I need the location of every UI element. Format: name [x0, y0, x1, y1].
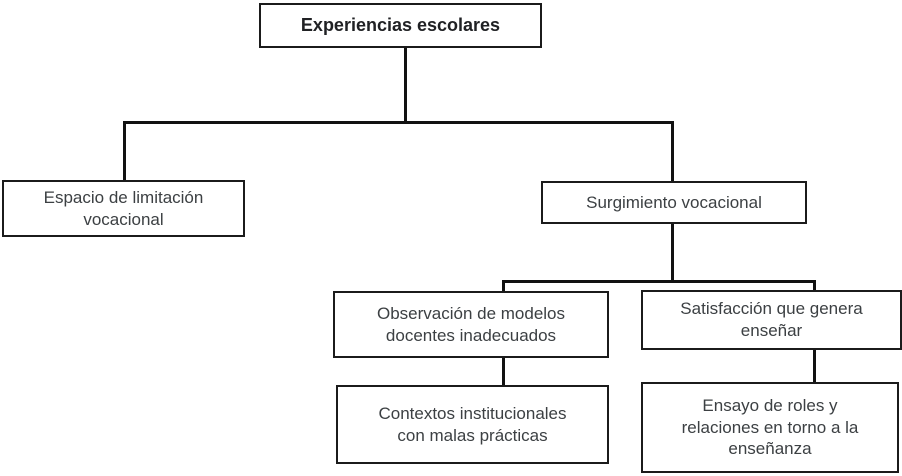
connector-to-ensayo-roles [813, 348, 816, 384]
connector-to-observacion-modelos [502, 280, 505, 293]
node-surgimiento-vocacional[interactable]: Surgimiento vocacional [541, 181, 807, 224]
node-satisfaccion-genera-ensenar[interactable]: Satisfacción que genera enseñar [641, 290, 902, 350]
node-label: Satisfacción que genera enseñar [680, 299, 863, 340]
node-label: Surgimiento vocacional [586, 192, 762, 212]
node-label: Contextos institucionales con malas prác… [378, 403, 567, 445]
connector-to-satisfaccion-ensenar [813, 280, 816, 292]
connector-to-contextos-institucionales [502, 356, 505, 387]
node-label: Observación de modelos docentes inadecua… [376, 303, 566, 345]
node-espacio-limitacion-vocacional[interactable]: Espacio de limitación vocacional [2, 180, 245, 237]
node-ensayo-roles-relaciones[interactable]: Ensayo de roles y relaciones en torno a … [641, 382, 899, 473]
node-experiencias-escolares[interactable]: Experiencias escolares [259, 3, 542, 48]
connector-level1-bus [123, 121, 674, 124]
connector-to-surgimiento-vocacional [671, 121, 674, 183]
connector-surgimiento-stem [671, 221, 674, 283]
connector-to-espacio-limitacion [123, 121, 126, 182]
node-observacion-modelos-docentes[interactable]: Observación de modelos docentes inadecua… [333, 291, 609, 358]
connector-level2-bus [502, 280, 816, 283]
node-label: Espacio de limitación vocacional [43, 187, 204, 229]
node-contextos-institucionales[interactable]: Contextos institucionales con malas prác… [336, 385, 609, 464]
node-label: Experiencias escolares [300, 14, 501, 35]
connector-root-stem [404, 45, 407, 124]
node-label: Ensayo de roles y relaciones en torno a … [681, 395, 859, 459]
